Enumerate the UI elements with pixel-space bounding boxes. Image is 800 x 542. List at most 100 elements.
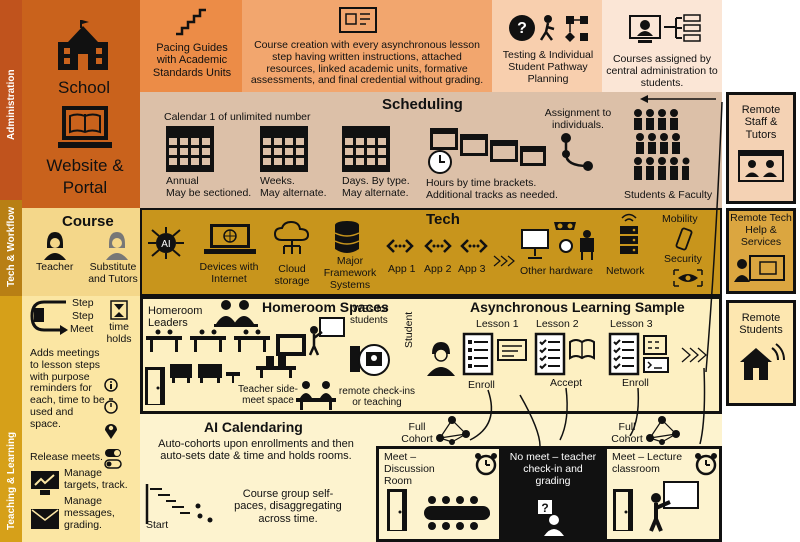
- async-next-chevrons-icon: [681, 347, 707, 363]
- ai-cal-group: Course group self-paces, disaggregating …: [234, 488, 342, 525]
- student-icon: [427, 342, 455, 376]
- ai-cal-desc: Auto-cohorts upon enrollments and then a…: [158, 438, 354, 463]
- homeroom-leaders-label: Homeroom Leaders: [148, 305, 203, 330]
- branch-icon: [561, 133, 593, 171]
- network-icon: [620, 213, 638, 254]
- release-text: Release meets.: [30, 451, 103, 463]
- enroll1-label: Enroll: [468, 379, 495, 391]
- step-step-meet-icon: [30, 300, 68, 335]
- mobility-label: Mobility: [662, 213, 698, 225]
- toggle-icon: [104, 449, 122, 469]
- course-creation-text: Course creation with every asynchronous …: [250, 39, 484, 87]
- lecture-door-icon: [613, 489, 633, 531]
- hours-text: Hours by time brackets. Additional track…: [426, 177, 558, 201]
- start-label: Start: [146, 519, 169, 531]
- remote-support-icon: [734, 255, 785, 282]
- tech-title: Tech: [426, 211, 460, 228]
- other-hw-label: Other hardware: [520, 265, 593, 277]
- gantt-icon: [145, 484, 213, 524]
- enroll2-label: Enroll: [622, 377, 649, 389]
- calendar-note: Calendar 1 of unlimited number: [164, 111, 311, 123]
- administration-sidebar: [0, 0, 22, 200]
- app1-label: App 1: [388, 263, 416, 275]
- lesson1-label: Lesson 1: [476, 318, 519, 330]
- svg-text:?: ?: [517, 20, 527, 37]
- meeting-table-icon: [296, 381, 336, 410]
- meet-label: Meet: [70, 323, 94, 335]
- app1-icon: [386, 239, 414, 253]
- substitute-icon: [106, 232, 128, 260]
- step2-label: Step: [72, 310, 94, 322]
- pacing-text: Pacing Guides with Academic Standards Un…: [152, 42, 232, 79]
- hourglass-icon: [110, 300, 128, 320]
- time-holds-label: time holds: [106, 321, 132, 345]
- remote-home-icon: [740, 343, 785, 380]
- course-title: Course: [62, 213, 114, 230]
- classroom-tables-icon: [146, 329, 306, 356]
- lesson1-checklist-icon: [462, 332, 527, 376]
- pacing-box: [140, 0, 242, 92]
- remote-checkins-label: remote check-ins or teaching: [338, 386, 416, 409]
- step1-label: Step: [72, 297, 94, 309]
- discussion-label: Meet – Discussion Room: [384, 451, 435, 487]
- app3-icon: [460, 239, 488, 253]
- tech-sidebar: [0, 200, 22, 296]
- svg-text:?: ?: [541, 501, 548, 515]
- door-icon: [145, 367, 165, 405]
- video-call-icon: [738, 150, 784, 182]
- course-creation-box: [242, 0, 492, 92]
- courses-assigned-box: [602, 0, 722, 92]
- weeks-text: Weeks. May alternate.: [260, 175, 327, 199]
- envelope-icon: [31, 509, 59, 529]
- manage-messages-text: Manage messages, grading.: [64, 495, 115, 531]
- remote-tech-text: Remote Tech Help & Services: [730, 212, 792, 248]
- frameworks-label: Major Framework Systems: [323, 255, 377, 291]
- calendar-weeks-icon: [260, 126, 308, 172]
- accept-label: Accept: [550, 377, 583, 389]
- lesson2-label: Lesson 2: [536, 318, 579, 330]
- app2-label: App 2: [424, 263, 452, 275]
- website-label: Website &: [46, 156, 124, 175]
- app3-label: App 3: [458, 263, 486, 275]
- calendar-days-icon: [342, 126, 390, 172]
- lesson2-checklist-icon: [534, 332, 595, 376]
- students-faculty-icon: [634, 109, 690, 180]
- discussion-door-icon: [387, 489, 407, 531]
- course-panel: [22, 208, 140, 296]
- calendar-annual-icon: [166, 126, 214, 172]
- remote-students-text: Remote Students: [739, 312, 783, 337]
- courses-assigned-text: Courses assigned by central administrati…: [606, 53, 718, 89]
- substitute-label: Substitute and Tutors: [88, 261, 138, 285]
- teacher-icon: [44, 232, 66, 260]
- laptop-icon: [204, 224, 256, 254]
- time-bracket-calendars-icon: [428, 128, 546, 174]
- back-arrow-icon: [640, 95, 716, 103]
- website-icon: [58, 106, 112, 148]
- nomeet-box: [502, 446, 604, 542]
- staircase-icon: [176, 8, 206, 36]
- lecturer-icon: [649, 481, 699, 532]
- more-chevrons-icon: [493, 255, 515, 267]
- location-pin-icon: [105, 424, 117, 439]
- mobility-icon: [675, 227, 693, 251]
- lesson3-label: Lesson 3: [610, 318, 653, 330]
- school-label: School: [58, 78, 110, 97]
- full-cohort1-label: Full Cohort: [401, 421, 433, 445]
- teacher-whiteboard-icon: [308, 317, 345, 356]
- security-label: Security: [664, 253, 702, 265]
- adds-meetings-text: Adds meetings to lesson steps with purpo…: [30, 347, 105, 430]
- ai-cal-title: AI Calendaring: [204, 419, 303, 435]
- chart-monitor-icon: [31, 471, 59, 495]
- annual-text: Annual May be sectioned.: [166, 175, 252, 199]
- lecture-label: Meet – Lecture classroom: [612, 451, 683, 475]
- other-hardware-icon: [521, 222, 594, 260]
- security-eye-icon: [673, 269, 703, 287]
- school-icon: [58, 20, 108, 70]
- ai-icon: AI: [148, 227, 184, 259]
- sidemeet-icon: [256, 356, 296, 378]
- leaders-icon: [214, 300, 258, 327]
- info-icon: [104, 378, 118, 392]
- manage-targets-text: Manage targets, track.: [64, 467, 128, 491]
